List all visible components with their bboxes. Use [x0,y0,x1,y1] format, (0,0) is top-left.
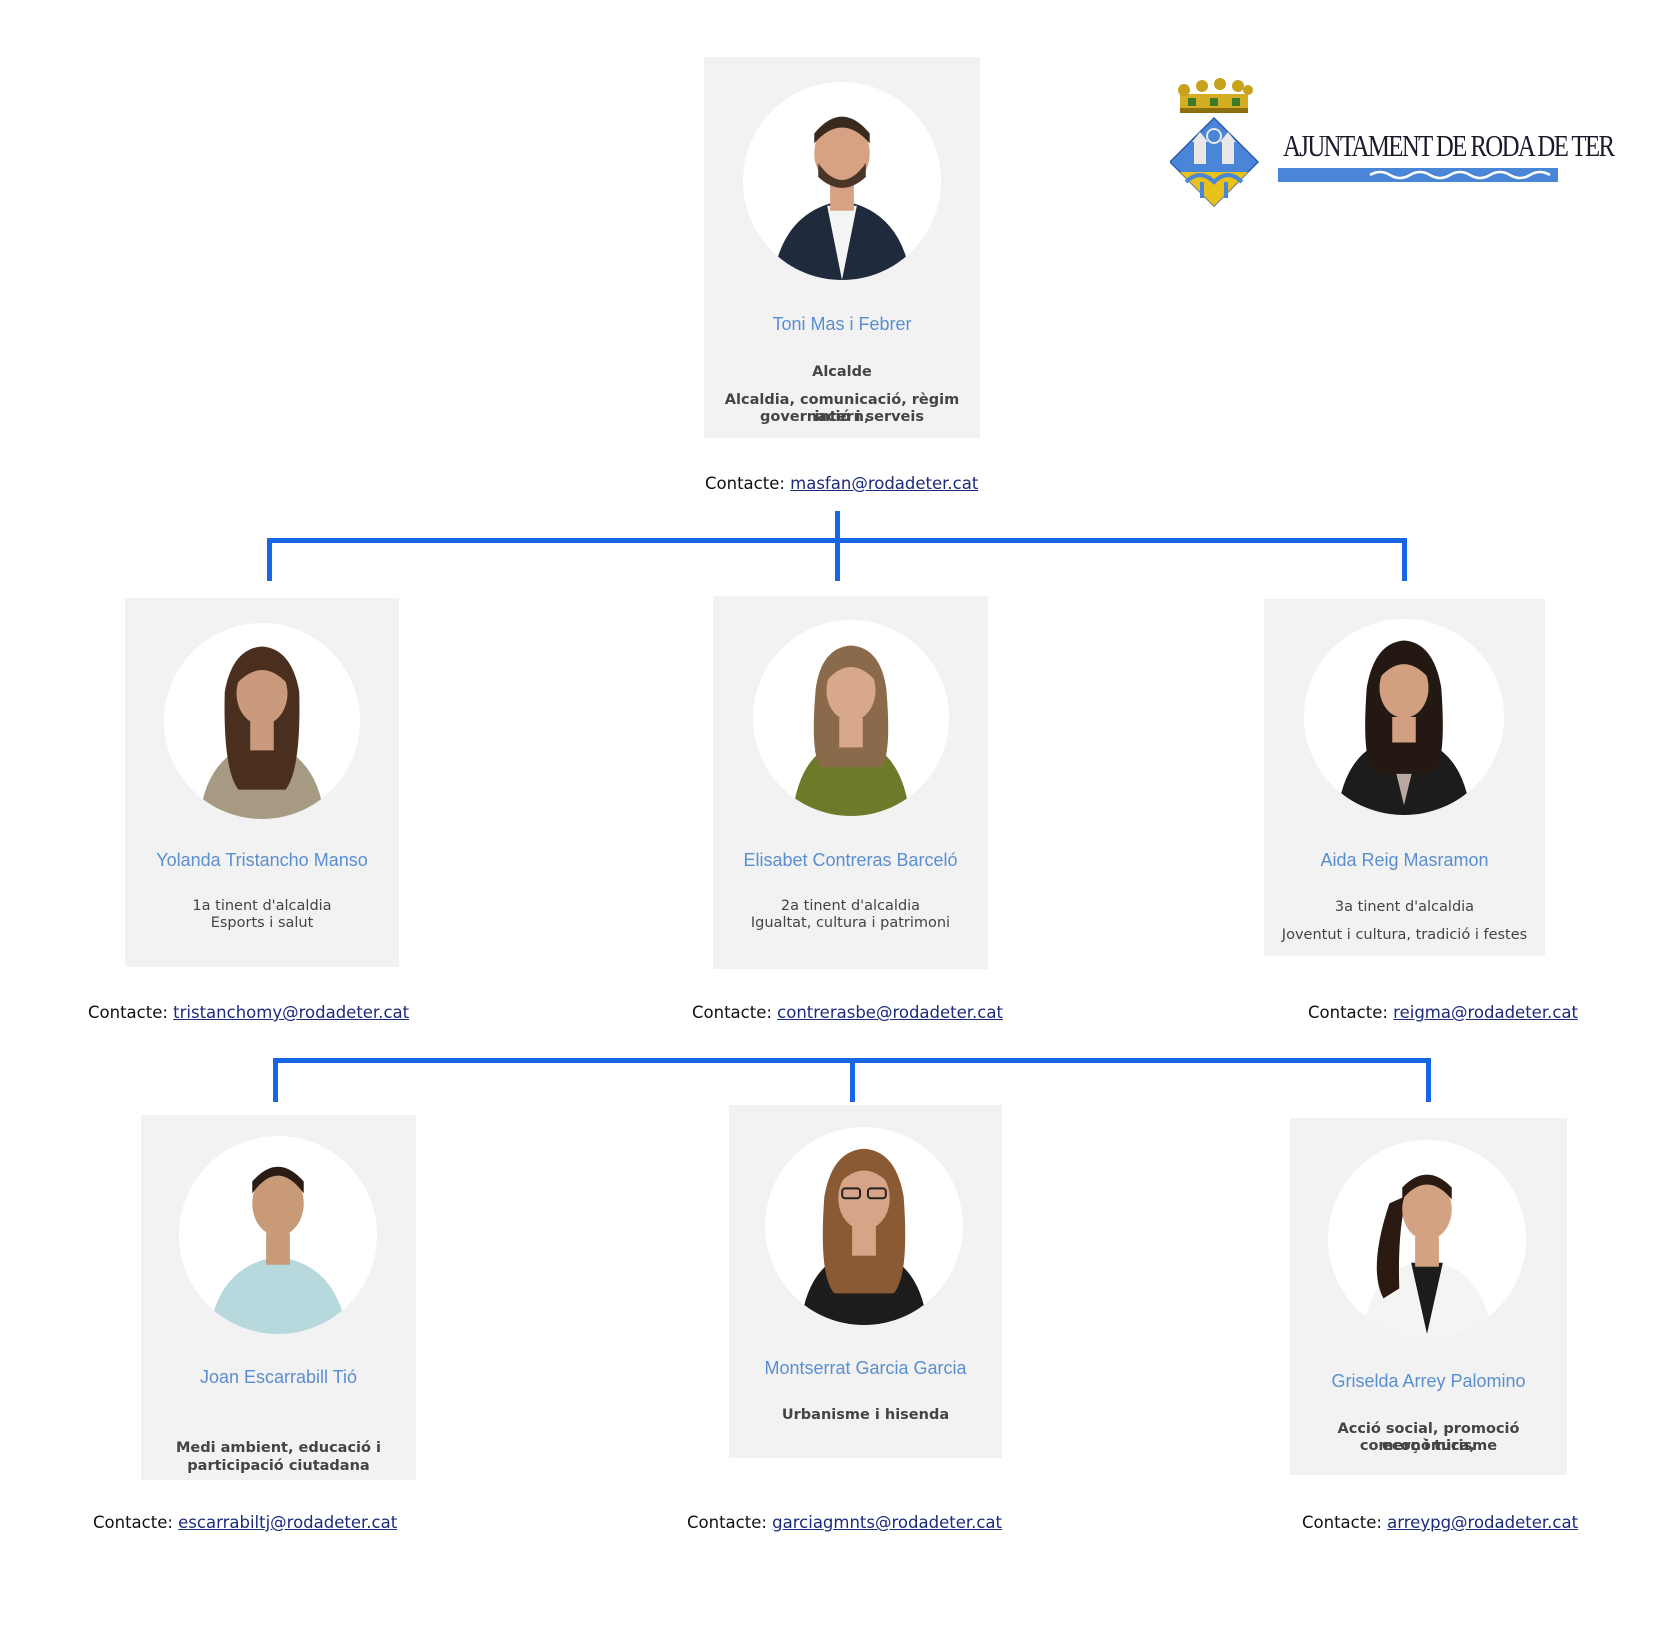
deputy-area-3: Joventut i cultura, tradició i festes [1281,927,1528,943]
councillor-area-3-line-1: Acció social, promoció econòmica, [1337,1421,1520,1454]
contact-label: Contacte: [705,474,785,493]
person-avatar-icon [792,645,910,816]
councillor-photo-2 [765,1127,963,1325]
councillor-name-1: Joan Escarrabill Tió [199,1367,358,1387]
person-avatar-icon [800,1148,928,1325]
mayor-area-line-1: Alcaldia, comunicació, règim intern, [724,392,960,425]
councillor-card-1: Joan Escarrabill Tió Medi ambient, educa… [141,1115,416,1480]
person-avatar-icon [1361,1174,1493,1338]
councillor-photo-3 [1328,1140,1526,1338]
mayor-card: Toni Mas i Febrer Alcalde Alcaldia, comu… [704,57,980,438]
deputy-role-1: 1a tinent d'alcaldia [192,898,332,914]
person-avatar-icon [772,116,912,280]
crown-icon [1178,78,1253,113]
councillor-card-3: Griselda Arrey Palomino Acció social, pr… [1290,1118,1567,1475]
deputy-area-1: Esports i salut [210,915,314,931]
deputy-photo-2 [753,620,949,816]
connector-row2-left-drop [273,1058,278,1102]
connector-mayor-vertical [835,511,840,581]
councillor-email-link-1[interactable]: escarrabiltj@rodadeter.cat [178,1513,398,1532]
deputy-photo-1 [164,623,360,819]
shield-icon [1170,116,1260,208]
person-avatar-icon [1337,640,1471,815]
deputy-name-1: Yolanda Tristancho Manso [156,850,368,870]
deputy-area-2: Igualtat, cultura i patrimoni [750,915,951,931]
deputy-card-2: Elisabet Contreras Barceló 2a tinent d'a… [713,596,988,969]
deputy-email-link-3[interactable]: reigma@rodadeter.cat [1393,1003,1578,1022]
deputy-contact-3: Contacte: reigma@rodadeter.cat [1308,1003,1578,1022]
contact-label: Contacte: [93,1513,173,1532]
connector-row1-left-drop [267,538,272,581]
councillor-name-3: Griselda Arrey Palomino [1331,1371,1526,1391]
councillor-area-3-line-2: comerç i turisme [1359,1438,1498,1454]
deputy-photo-3 [1304,619,1504,815]
deputy-card-3: Aida Reig Masramon 3a tinent d'alcaldia … [1264,599,1545,956]
mayor-area-line-2: governació i serveis [760,409,924,425]
councillor-name-2: Montserrat Garcia Garcia [764,1358,967,1378]
deputy-role-3: 3a tinent d'alcaldia [1334,899,1475,915]
deputy-email-link-2[interactable]: contrerasbe@rodadeter.cat [777,1003,1003,1022]
deputy-email-link-1[interactable]: tristanchomy@rodadeter.cat [173,1003,410,1022]
connector-row1-horizontal [267,538,1407,543]
mayor-email-link[interactable]: masfan@rodadeter.cat [790,474,979,493]
councillor-area-1-line-1: Medi ambient, educació i [175,1440,381,1456]
councillor-contact-2: Contacte: garciagmnts@rodadeter.cat [687,1513,1002,1532]
deputy-name-3: Aida Reig Masramon [1320,850,1489,870]
deputy-role-2: 2a tinent d'alcaldia [780,898,921,914]
mayor-contact: Contacte: masfan@rodadeter.cat [705,474,978,493]
contact-label: Contacte: [1302,1513,1382,1532]
contact-label: Contacte: [687,1513,767,1532]
councillor-card-2: Montserrat Garcia Garcia Urbanisme i his… [729,1105,1002,1458]
mayor-name: Toni Mas i Febrer [772,314,912,334]
logo-text: AJUNTAMENT DE RODA DE TER [1283,128,1615,163]
deputy-name-2: Elisabet Contreras Barceló [743,850,958,870]
connector-row2-right-drop [1426,1058,1431,1102]
deputy-card-1: Yolanda Tristancho Manso 1a tinent d'alc… [125,598,399,967]
councillor-photo-1 [179,1136,377,1334]
mayor-role: Alcalde [812,364,872,380]
councillor-area-2: Urbanisme i hisenda [781,1407,950,1423]
contact-label: Contacte: [88,1003,168,1022]
ajuntament-logo [1170,78,1558,208]
person-avatar-icon [199,646,325,819]
contact-label: Contacte: [1308,1003,1388,1022]
person-avatar-icon [208,1166,348,1334]
deputy-contact-2: Contacte: contrerasbe@rodadeter.cat [692,1003,1003,1022]
deputy-contact-1: Contacte: tristanchomy@rodadeter.cat [88,1003,409,1022]
connector-row2-middle-drop [850,1058,855,1102]
councillor-contact-3: Contacte: arreypg@rodadeter.cat [1302,1513,1578,1532]
councillor-email-link-3[interactable]: arreypg@rodadeter.cat [1387,1513,1579,1532]
contact-label: Contacte: [692,1003,772,1022]
councillor-area-1-line-2: participació ciutadana [187,1458,370,1474]
connector-row1-right-drop [1402,538,1407,581]
councillor-email-link-2[interactable]: garciagmnts@rodadeter.cat [772,1513,1003,1532]
mayor-photo [743,82,941,280]
councillor-contact-1: Contacte: escarrabiltj@rodadeter.cat [93,1513,397,1532]
